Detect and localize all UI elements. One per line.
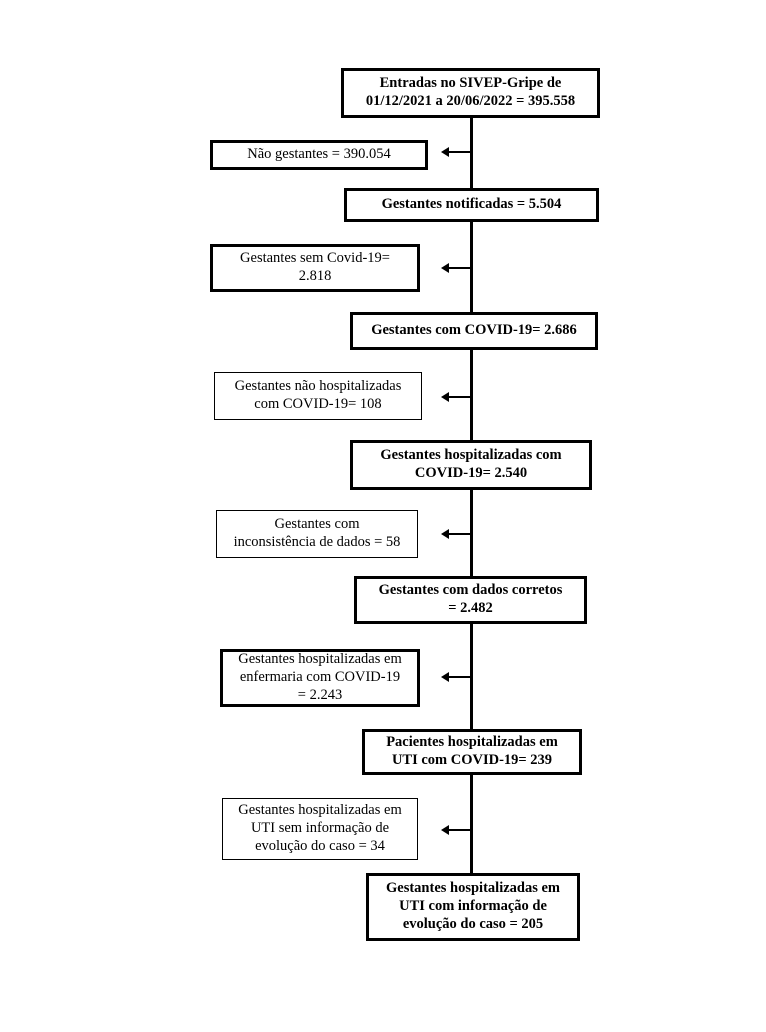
step-uti-box: Pacientes hospitalizadas em UTI com COVI… <box>362 729 582 775</box>
exclusion-inconsistencia-box: Gestantes com inconsistência de dados = … <box>216 510 418 558</box>
flow-connector-line <box>470 116 473 873</box>
step-gestantes-notificadas-box: Gestantes notificadas = 5.504 <box>344 188 599 222</box>
arrow-left-icon <box>441 147 470 157</box>
arrow-left-icon <box>441 263 470 273</box>
arrow-left-icon <box>441 672 470 682</box>
exclusion-enfermaria-box: Gestantes hospitalizadas em enfermaria c… <box>220 649 420 707</box>
arrow-left-icon <box>441 392 470 402</box>
exclusion-nao-hospitalizadas-box: Gestantes não hospitalizadas com COVID-1… <box>214 372 422 420</box>
exclusion-nao-gestantes-box: Não gestantes = 390.054 <box>210 140 428 170</box>
arrow-left-icon <box>441 825 470 835</box>
arrow-left-icon <box>441 529 470 539</box>
step-uti-com-informacao-box: Gestantes hospitalizadas em UTI com info… <box>366 873 580 941</box>
exclusion-sem-covid-box: Gestantes sem Covid-19= 2.818 <box>210 244 420 292</box>
step-entradas-box: Entradas no SIVEP-Gripe de 01/12/2021 a … <box>341 68 600 118</box>
step-gestantes-com-covid-box: Gestantes com COVID-19= 2.686 <box>350 312 598 350</box>
step-gestantes-hospitalizadas-box: Gestantes hospitalizadas com COVID-19= 2… <box>350 440 592 490</box>
step-dados-corretos-box: Gestantes com dados corretos = 2.482 <box>354 576 587 624</box>
exclusion-uti-sem-informacao-box: Gestantes hospitalizadas em UTI sem info… <box>222 798 418 860</box>
